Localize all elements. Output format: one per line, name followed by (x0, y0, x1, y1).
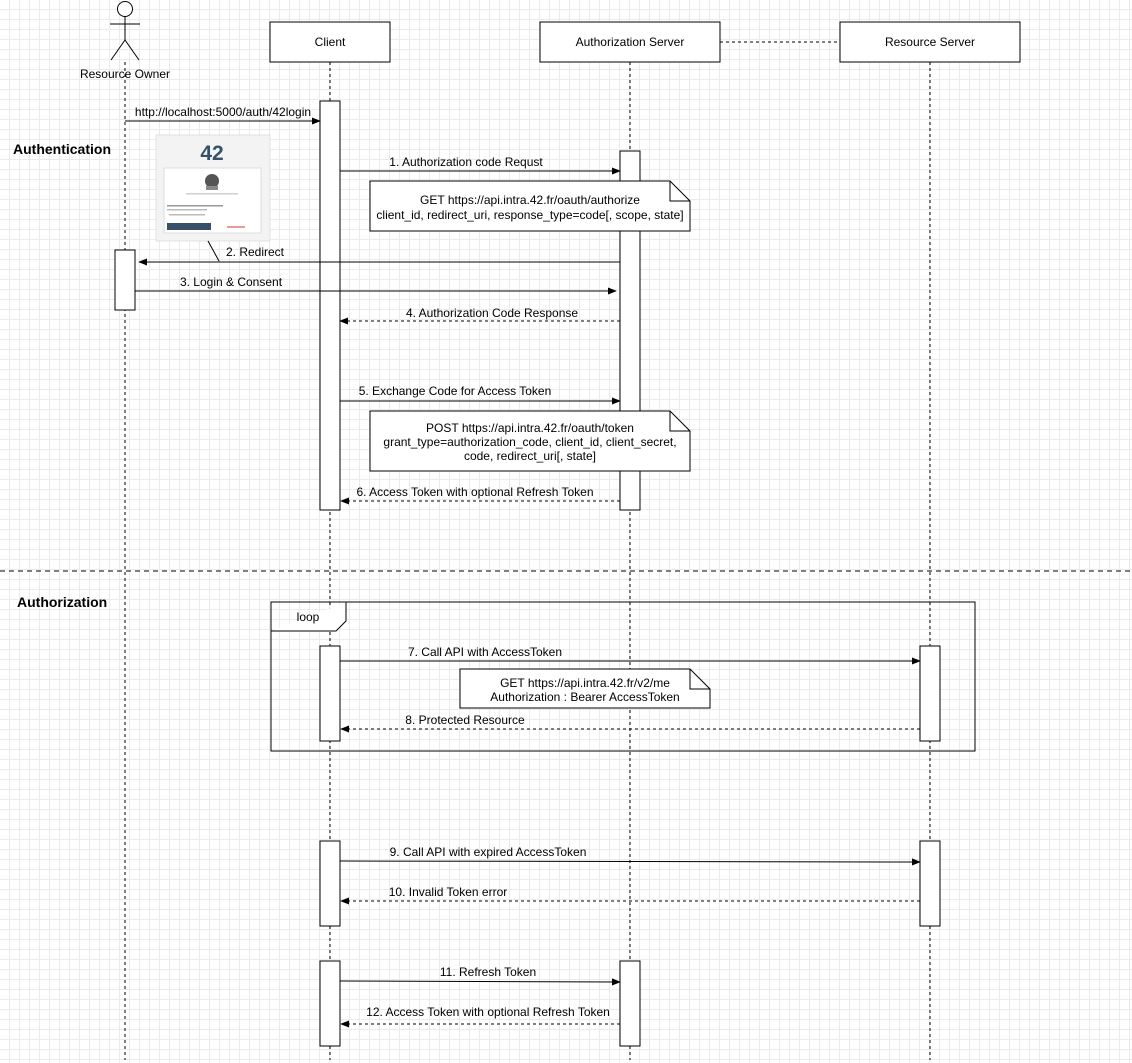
participant-auth-server-box (539, 21, 721, 63)
note-authorize-line-2: client_id, redirect_uri, response_type=c… (376, 208, 683, 222)
message-4: 4. Authorization Code Response (406, 306, 578, 320)
loop-label: loop (297, 610, 320, 624)
participant-resource-server: Resource Server (885, 35, 975, 49)
activation-client-4 (319, 960, 341, 1047)
note-token-line-3: code, redirect_uri[, state] (464, 449, 596, 463)
message-3: 3. Login & Consent (180, 275, 283, 289)
message-7: 7. Call API with AccessToken (408, 645, 562, 659)
section-authentication: Authentication (13, 141, 111, 157)
message-login-url: http://localhost:5000/auth/42login (135, 105, 311, 119)
participant-auth-server: Authorization Server (576, 35, 685, 49)
login-screenshot-thumbnail: 42 (155, 134, 271, 242)
avatar-icon (205, 174, 219, 188)
participant-client-box (269, 21, 391, 63)
participant-resource-server-box (839, 21, 1021, 63)
note-token-line-1: POST https://api.intra.42.fr/oauth/token (426, 421, 634, 435)
section-authorization: Authorization (17, 594, 107, 610)
note-token: POST https://api.intra.42.fr/oauth/token… (369, 410, 691, 472)
message-arrow-11 (339, 978, 621, 986)
message-5: 5. Exchange Code for Access Token (359, 384, 552, 398)
note-authorize: GET https://api.intra.42.fr/oauth/author… (369, 180, 691, 232)
note-token-line-2: grant_type=authorization_code, client_id… (383, 435, 676, 449)
actor-icon (110, 1, 140, 61)
message-12: 12. Access Token with optional Refresh T… (366, 1005, 610, 1019)
message-10: 10. Invalid Token error (389, 885, 508, 899)
note-authorize-line-1: GET https://api.intra.42.fr/oauth/author… (420, 193, 640, 207)
loop-frame: loop (270, 601, 976, 752)
activation-client-3 (319, 840, 341, 927)
note-me-line-1: GET https://api.intra.42.fr/v2/me (500, 676, 670, 690)
activation-client-1 (319, 100, 341, 511)
message-9: 9. Call API with expired AccessToken (390, 845, 587, 859)
activation-auth-2 (619, 960, 641, 1047)
message-1: 1. Authorization code Requst (389, 155, 543, 169)
activation-client-2 (319, 645, 341, 742)
note-me: GET https://api.intra.42.fr/v2/me Author… (459, 668, 711, 709)
message-11: 11. Refresh Token (440, 965, 536, 979)
message-6: 6. Access Token with optional Refresh To… (356, 485, 593, 499)
message-2: 2. Redirect (226, 245, 285, 259)
activation-resource-2 (919, 840, 941, 927)
participant-client: Client (315, 35, 346, 49)
note-me-line-2: Authorization : Bearer AccessToken (490, 690, 679, 704)
activation-resource-1 (919, 645, 941, 742)
activation-owner-1 (114, 249, 136, 311)
message-arrow-9 (339, 858, 921, 866)
participant-resource-owner: Resource Owner (80, 67, 170, 81)
thumbnail-pointer (207, 240, 220, 262)
thumbnail-logo: 42 (200, 142, 223, 165)
message-8: 8. Protected Resource (405, 713, 525, 727)
